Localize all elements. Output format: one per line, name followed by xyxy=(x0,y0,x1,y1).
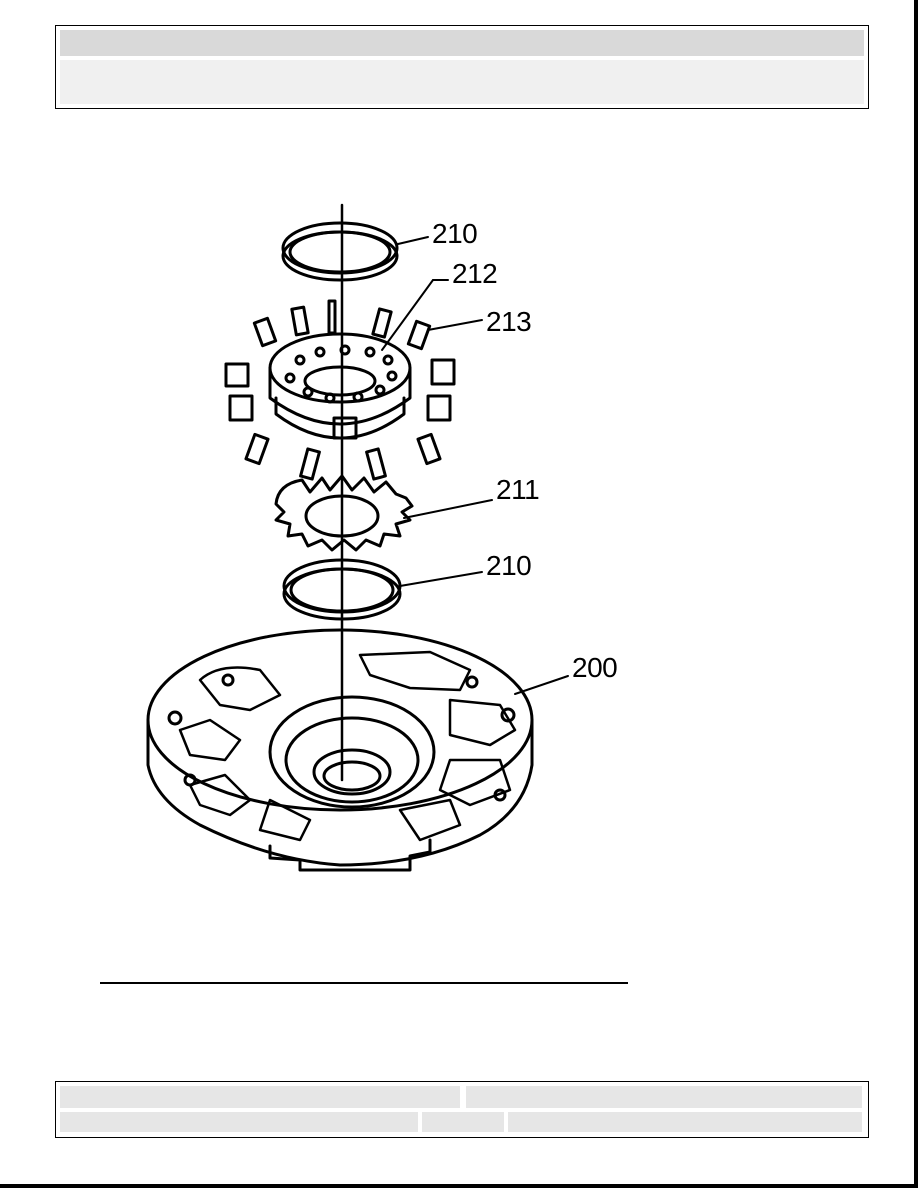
leader-lines xyxy=(381,236,569,695)
callout-200: 200 xyxy=(572,652,618,683)
caption-rule xyxy=(100,982,628,984)
callout-212: 212 xyxy=(452,258,498,289)
footer-left-bottom xyxy=(60,1112,418,1132)
callout-211: 211 xyxy=(496,474,540,505)
callout-210-bottom: 210 xyxy=(486,550,532,581)
callout-213: 213 xyxy=(486,306,532,337)
footer-left-top xyxy=(60,1086,460,1108)
footer-right-top xyxy=(466,1086,862,1108)
footer-right-bottom xyxy=(508,1112,862,1132)
exploded-pump-diagram xyxy=(146,203,569,872)
callout-210-top: 210 xyxy=(432,218,478,249)
seal-ring-top xyxy=(281,221,399,282)
header-subtitle xyxy=(60,60,864,104)
page-footer xyxy=(55,1081,869,1138)
footer-mid-bottom xyxy=(422,1112,504,1132)
pump-rotor xyxy=(274,474,414,552)
vane-ring xyxy=(268,332,412,440)
vane-set xyxy=(224,299,456,481)
pump-body xyxy=(146,628,534,872)
page-header xyxy=(55,25,869,109)
header-title xyxy=(60,30,864,56)
